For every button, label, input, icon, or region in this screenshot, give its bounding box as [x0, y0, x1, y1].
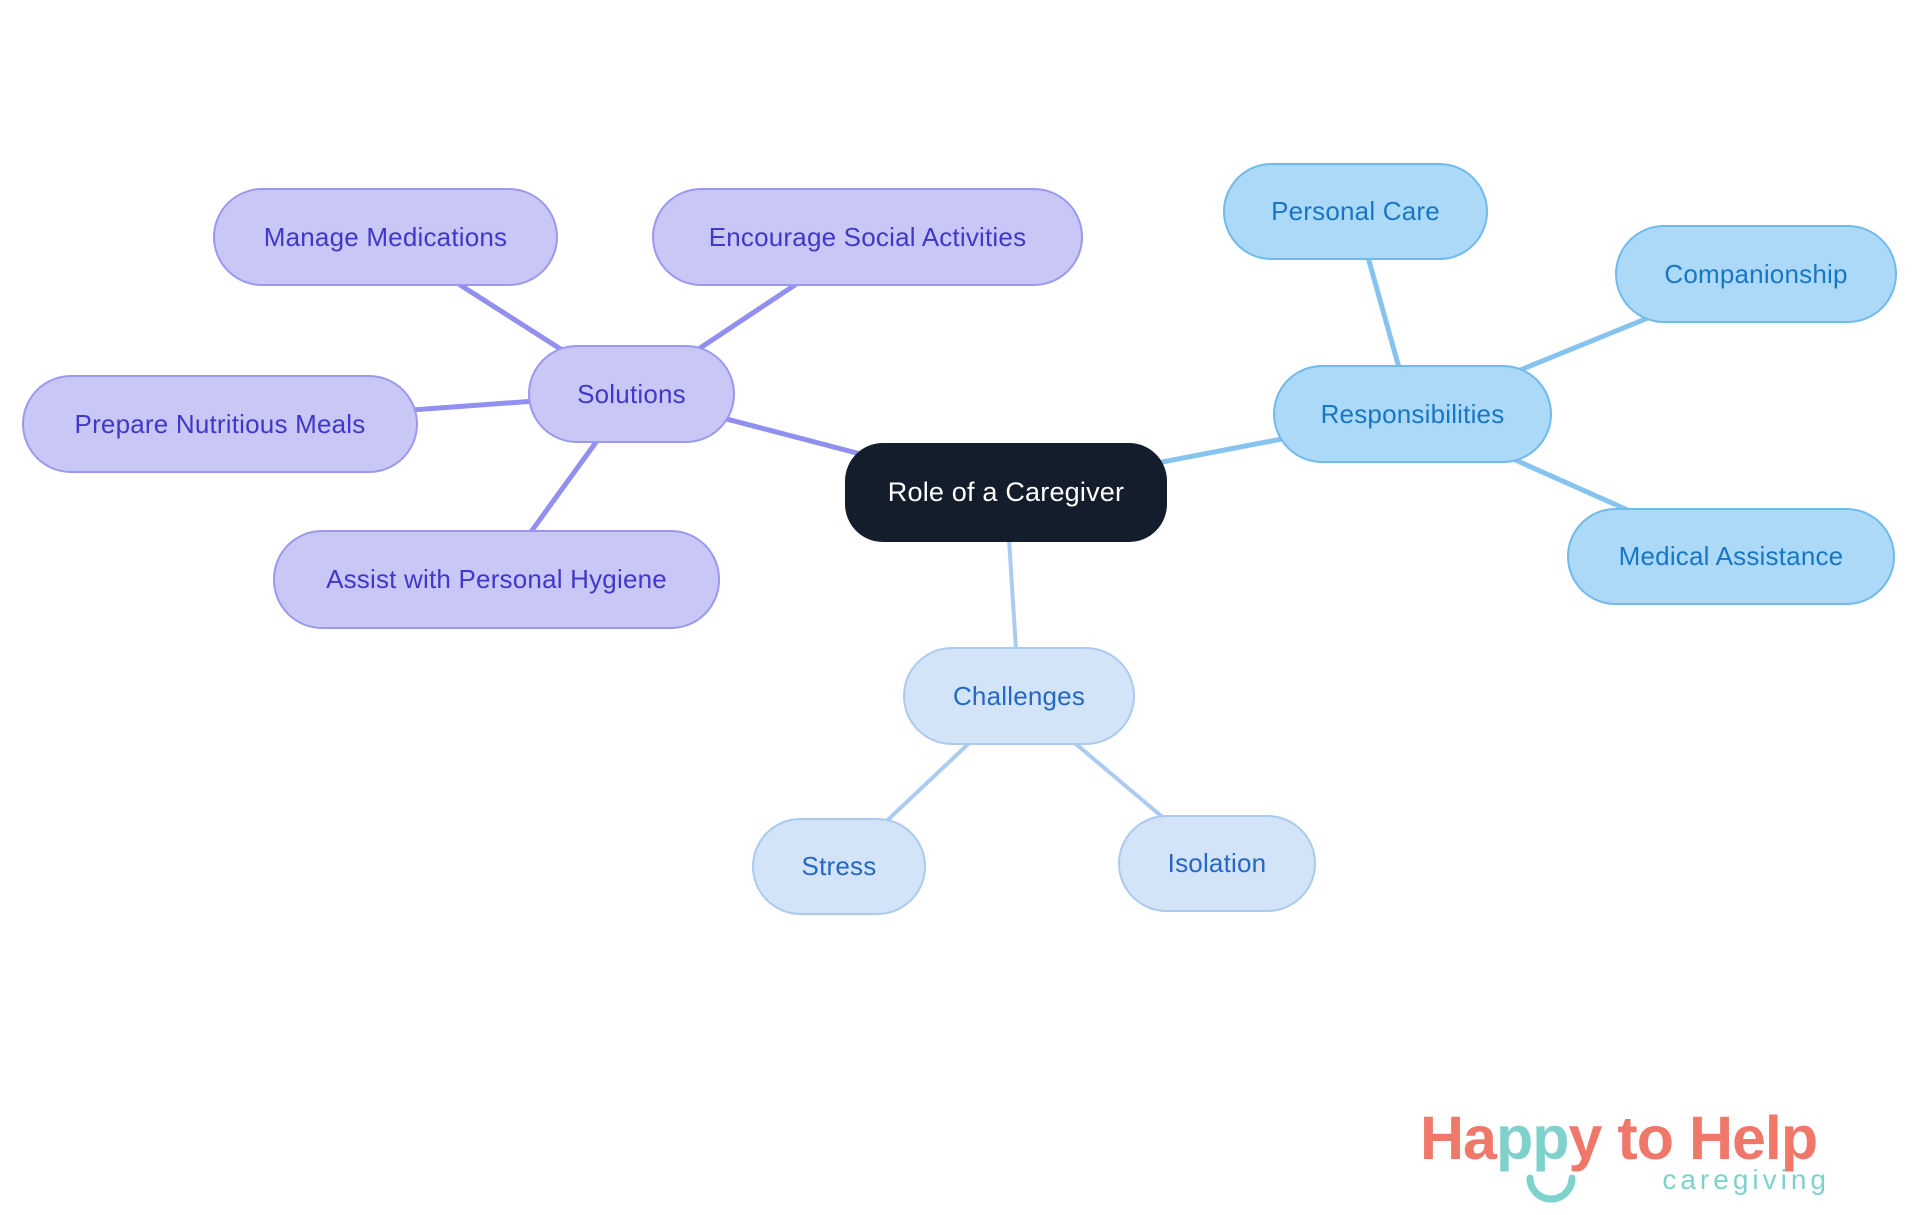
node-solutions[interactable]: Solutions — [528, 345, 735, 443]
node-encourage-social-activities[interactable]: Encourage Social Activities — [652, 188, 1083, 286]
brand-logo: Happy to Help caregiving — [1420, 1108, 1882, 1208]
brand-subtitle: caregiving — [1662, 1164, 1830, 1195]
node-personal-care[interactable]: Personal Care — [1223, 163, 1488, 260]
node-manage-medications[interactable]: Manage Medications — [213, 188, 558, 286]
wordmark-segment: Ha — [1420, 1104, 1497, 1172]
wordmark-segment: pp — [1495, 1104, 1570, 1172]
node-isolation[interactable]: Isolation — [1118, 815, 1316, 912]
wordmark-segment: y — [1568, 1104, 1603, 1172]
node-prepare-nutritious-meals[interactable]: Prepare Nutritious Meals — [22, 375, 418, 473]
node-medical-assistance[interactable]: Medical Assistance — [1567, 508, 1895, 605]
brand-wordmark: Happy to Help — [1420, 1108, 1818, 1169]
node-stress[interactable]: Stress — [752, 818, 926, 915]
node-responsibilities[interactable]: Responsibilities — [1273, 365, 1552, 463]
node-challenges[interactable]: Challenges — [903, 647, 1135, 745]
node-companionship[interactable]: Companionship — [1615, 225, 1897, 323]
wordmark-segment: to — [1601, 1104, 1689, 1172]
wordmark-segment: Help — [1688, 1104, 1818, 1172]
node-assist-personal-hygiene[interactable]: Assist with Personal Hygiene — [273, 530, 720, 629]
smile-icon — [1526, 1174, 1576, 1203]
node-central-role-of-a-caregiver[interactable]: Role of a Caregiver — [845, 443, 1167, 542]
